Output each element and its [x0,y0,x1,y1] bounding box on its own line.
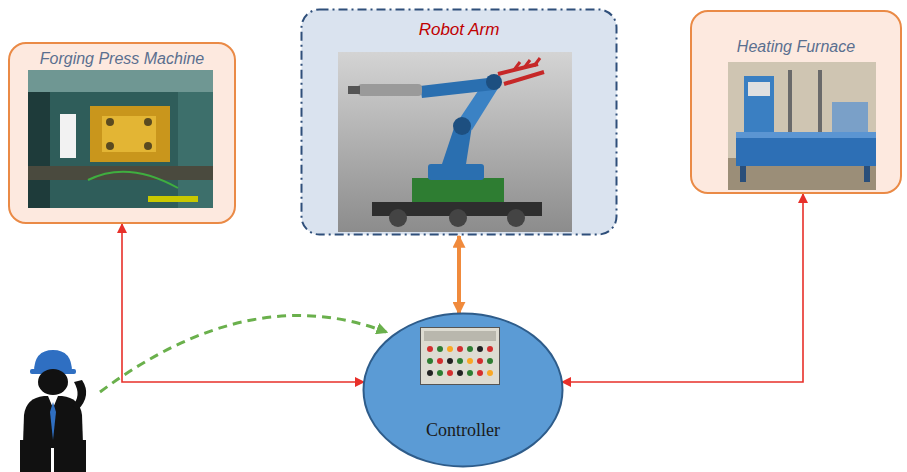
connector-arrow [457,236,461,314]
node-title: Controller [426,420,500,442]
node-shape [364,314,563,467]
node-title: Heating Furnace [737,37,855,56]
furnace-photo [728,62,876,190]
machine-box: Forging Press Machine [8,42,236,224]
connector-arrow [122,224,364,382]
operator-link [100,316,386,392]
robot-arm-picture [338,52,572,232]
node-shape [302,10,617,235]
controller-ellipse: Controller [362,312,564,468]
node-title: Robot Arm [419,20,500,40]
node-title: Forging Press Machine [40,49,205,68]
control-panel-picture [420,327,500,385]
press-photo [28,70,213,208]
machine-box: Heating Furnace [690,10,902,194]
operator-icon [20,350,86,472]
robot-box: Robot Arm [300,8,618,236]
